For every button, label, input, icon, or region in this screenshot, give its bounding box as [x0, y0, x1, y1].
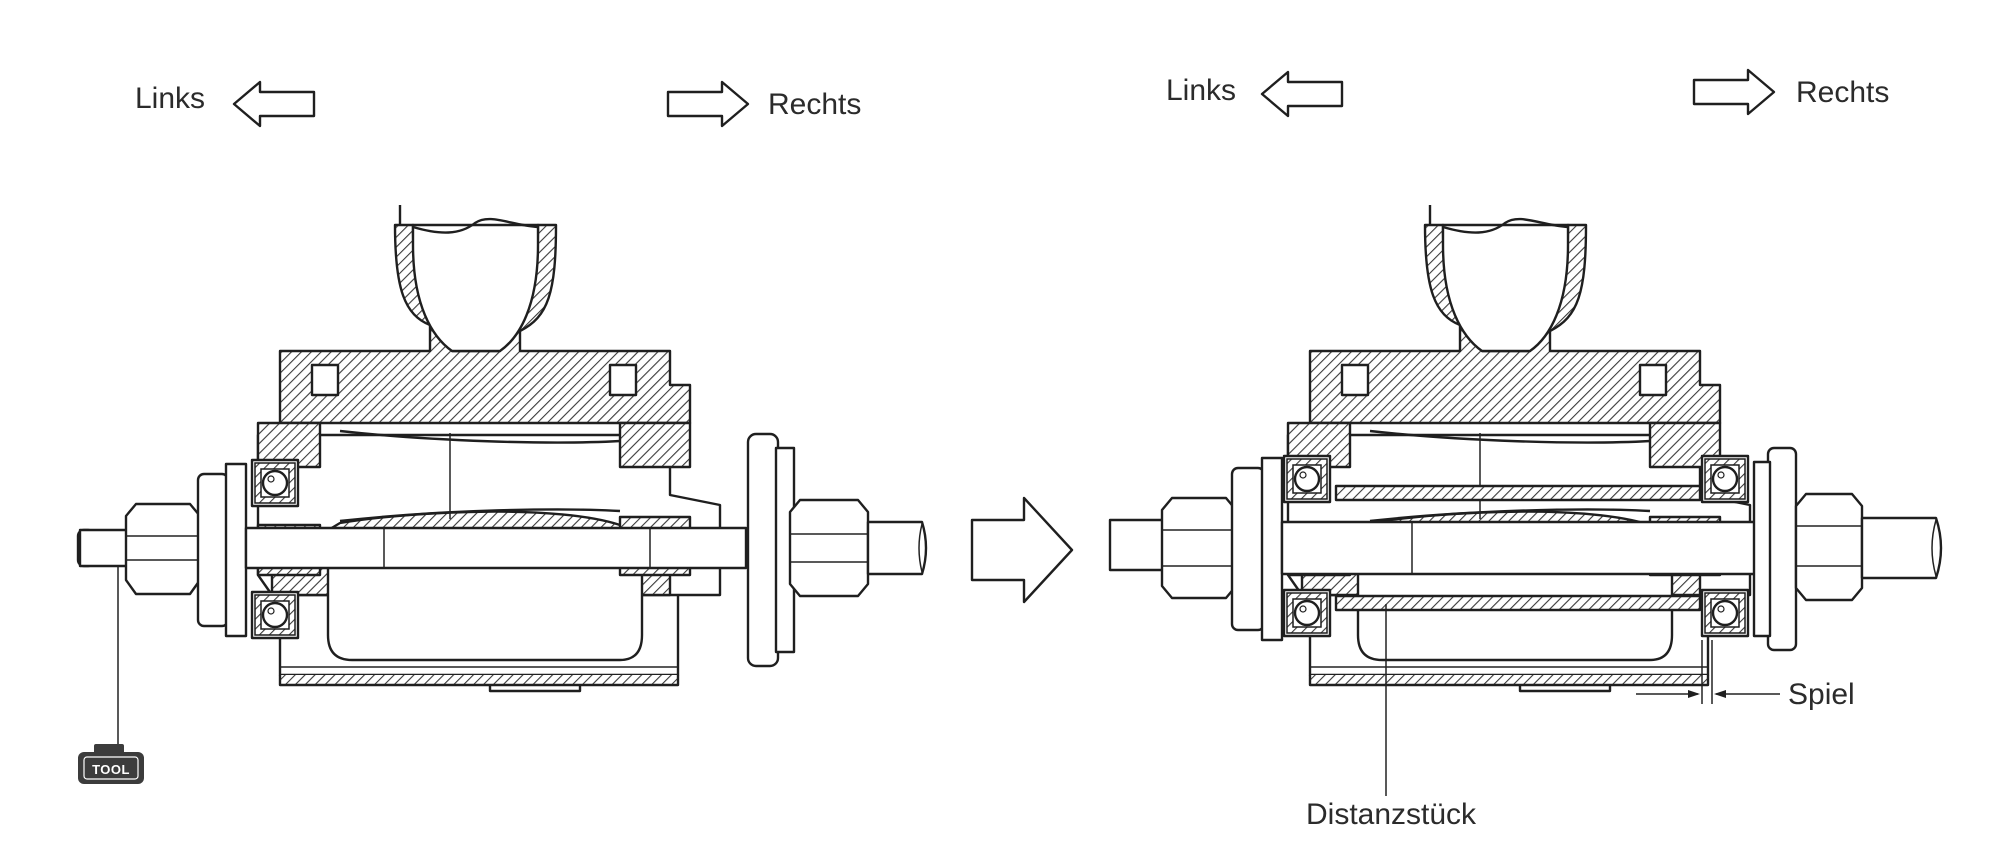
right-direction-label-2: Rechts: [1796, 76, 1889, 109]
outline-arrow-right-icon: [1692, 68, 1776, 116]
left-direction-label-2: Links: [1166, 74, 1236, 107]
clearance-label: Spiel: [1788, 678, 1855, 711]
right-direction-label: Rechts: [768, 88, 861, 121]
outline-arrow-right-large-icon: [970, 496, 1074, 604]
tool-label: TOOL: [92, 762, 130, 777]
left-direction-label: Links: [135, 82, 205, 115]
outline-arrow-left-icon: [232, 80, 316, 128]
left-figure: Links Rechts: [76, 80, 928, 784]
right-figure: Links Rechts Di: [1108, 68, 1943, 831]
outline-arrow-left-icon: [1260, 70, 1344, 118]
spacer-tube: [1334, 484, 1702, 612]
spacer-label: Distanzstück: [1306, 798, 1477, 831]
tool-badge-icon: TOOL: [78, 744, 144, 784]
outline-arrow-right-icon: [666, 80, 750, 128]
